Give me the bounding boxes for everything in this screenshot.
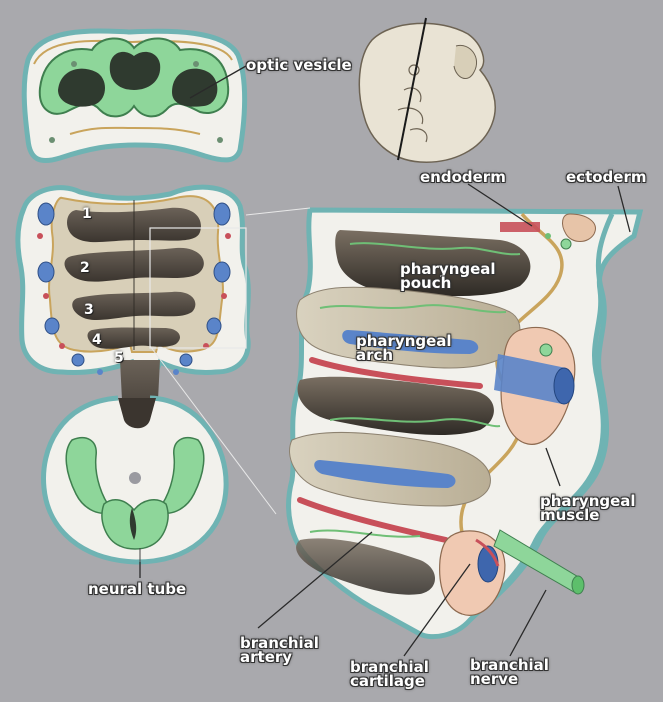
label-branchial-artery-line1: branchial bbox=[240, 634, 319, 652]
label-pharyngeal-muscle-line2: muscle bbox=[540, 506, 600, 524]
label-pharyngeal-arch-line1: pharyngeal bbox=[356, 332, 452, 350]
label-branchial-artery: branchial artery bbox=[240, 634, 319, 666]
label-pharyngeal-pouch-line1: pharyngeal bbox=[400, 260, 496, 278]
label-optic-vesicle: optic vesicle bbox=[246, 56, 352, 74]
arch-number-2: 2 bbox=[80, 260, 90, 276]
arch-number-4: 4 bbox=[92, 332, 102, 348]
label-branchial-nerve-line1: branchial bbox=[470, 656, 549, 674]
label-branchial-cartilage-line2: cartilage bbox=[350, 672, 425, 690]
arch-number-5: 5 bbox=[114, 350, 124, 366]
label-endoderm: endoderm bbox=[420, 168, 506, 186]
pharyngeal-section bbox=[15, 184, 251, 432]
label-pharyngeal-pouch: pharyngeal pouch bbox=[400, 260, 496, 292]
head-section bbox=[21, 28, 248, 164]
arch-number-3: 3 bbox=[84, 302, 94, 318]
leader-lines bbox=[139, 65, 631, 657]
label-pharyngeal-muscle: pharyngeal muscle bbox=[540, 492, 636, 524]
label-branchial-nerve-line2: nerve bbox=[470, 670, 519, 688]
label-pharyngeal-arch: pharyngeal arch bbox=[356, 332, 452, 364]
label-branchial-cartilage: branchial cartilage bbox=[350, 658, 429, 690]
arch-number-1: 1 bbox=[82, 206, 92, 222]
label-neural-tube: neural tube bbox=[88, 580, 187, 598]
embryo-thumbnail bbox=[358, 17, 496, 163]
label-pharyngeal-pouch-line2: pouch bbox=[400, 274, 452, 292]
label-pharyngeal-muscle-line1: pharyngeal bbox=[540, 492, 636, 510]
label-ectoderm: ectoderm bbox=[566, 168, 647, 186]
arch-block bbox=[149, 207, 644, 640]
label-branchial-cartilage-line1: branchial bbox=[350, 658, 429, 676]
neural-section bbox=[41, 395, 229, 578]
label-branchial-artery-line2: artery bbox=[240, 648, 293, 666]
label-branchial-nerve: branchial nerve bbox=[470, 656, 549, 688]
label-pharyngeal-arch-line2: arch bbox=[356, 346, 394, 364]
